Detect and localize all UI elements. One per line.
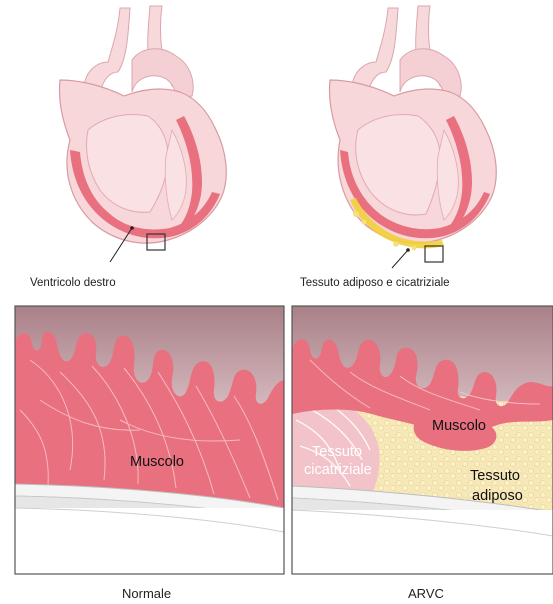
- callout-tessuto-adiposo-cicatriziale: Tessuto adiposo e cicatriziale: [300, 277, 450, 289]
- callout-dot-normal: [130, 226, 134, 230]
- normal-heart-illustration: [59, 6, 226, 250]
- panel-normal: Muscolo: [15, 306, 284, 574]
- zoom-marker-arvc: [425, 246, 443, 262]
- panel-arvc: Muscolo Tessuto cicatriziale Tessuto adi…: [292, 306, 553, 574]
- arvc-heart-illustration: [329, 6, 496, 262]
- label-tessuto-cicatriziale-line1: Tessuto: [312, 444, 362, 460]
- label-tessuto-cicatriziale-line2: cicatriziale: [304, 462, 372, 478]
- label-tessuto-adiposo-line2: adiposo: [472, 488, 523, 504]
- caption-normale: Normale: [122, 586, 171, 601]
- label-tessuto-adiposo-line1: Tessuto: [470, 468, 520, 484]
- caption-arvc: ARVC: [408, 586, 444, 601]
- callout-ventricolo-destro: Ventricolo destro: [30, 277, 116, 289]
- callout-line-arvc: [392, 250, 408, 268]
- label-muscolo-normal: Muscolo: [130, 454, 184, 470]
- label-muscolo-arvc: Muscolo: [432, 418, 486, 434]
- callout-dot-arvc: [406, 248, 410, 252]
